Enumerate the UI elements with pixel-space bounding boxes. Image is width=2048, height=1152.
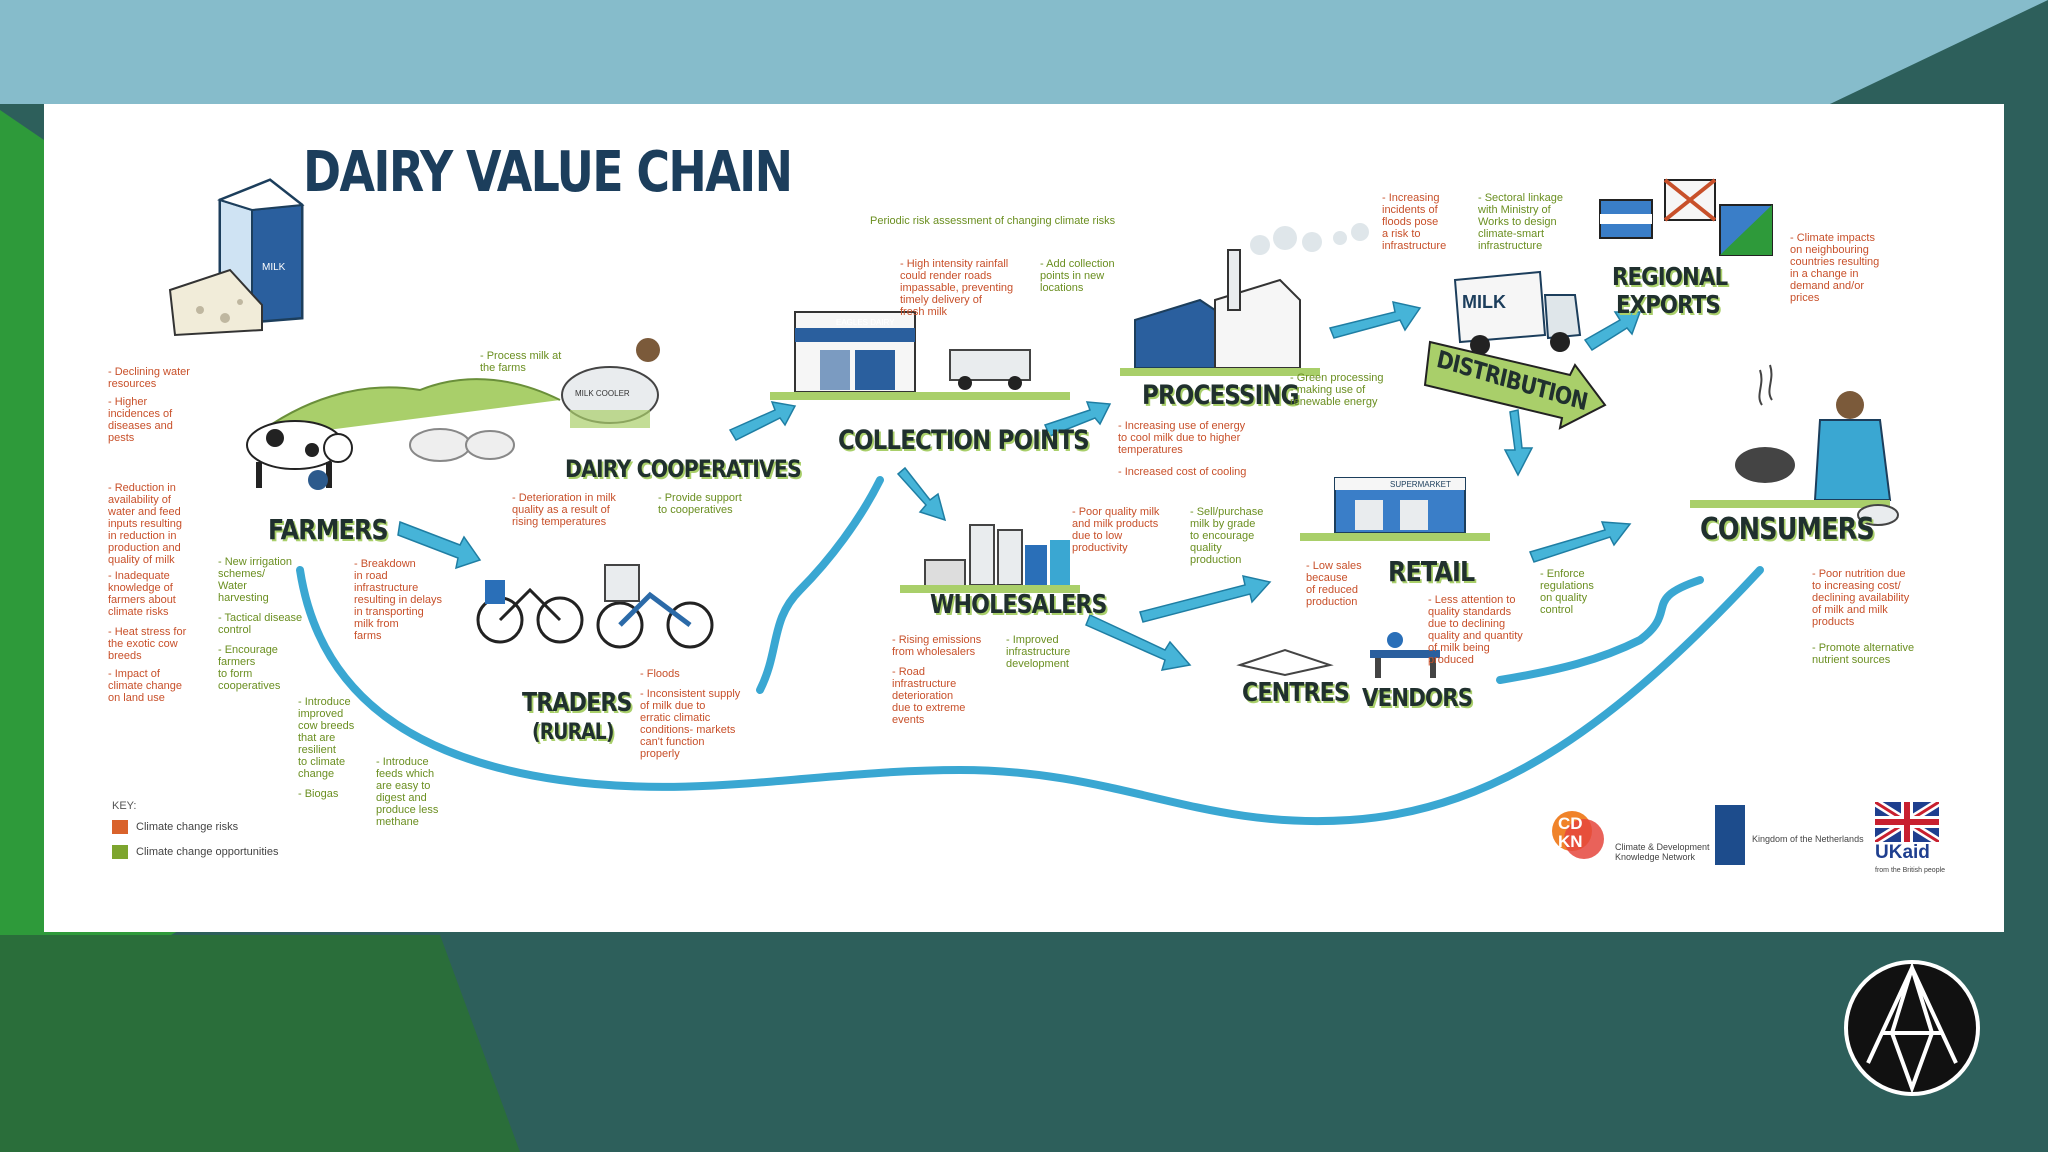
wholesale-cans-illustration [900,525,1080,593]
key-opportunities-label: Climate change opportunities [136,846,278,858]
arrow-coop-collection [730,402,795,440]
farm-illustration [247,379,560,490]
page-title: DAIRY VALUE CHAIN [303,140,791,205]
ukaid-logo-text: UKaid [1875,842,1930,864]
traders-illustration [478,565,712,647]
note-coop-support: - Provide support to cooperatives [658,492,742,516]
note-retail-attention: - Less attention to quality standards du… [1428,594,1523,666]
note-wholesale-sell: - Sell/purchase milk by grade to encoura… [1190,506,1263,566]
note-retail-enforce: - Enforce regulations on quality control [1540,568,1594,616]
stage-traders: TRADERS [522,688,632,718]
note-consumer-nutrition: - Poor nutrition due to increasing cost/… [1812,568,1909,628]
arrow-processing-truck [1330,302,1420,338]
risk-swatch [112,820,128,834]
arrow-wholesalers-centres [1086,615,1190,670]
note-wholesale-emissions: - Rising emissions from wholesalers [892,634,981,658]
note-traders-supply: - Inconsistent supply of milk due to err… [640,688,740,760]
stage-centres: CENTRES [1242,678,1349,708]
stage-dairy-cooperatives: DAIRY COOPERATIVES [565,455,801,483]
note-periodic-risk: Periodic risk assessment of changing cli… [870,215,1115,227]
river-flow-2 [760,480,880,690]
note-farm-feeds: - Introduce feeds which are easy to dige… [376,756,438,828]
note-consumer-promote: - Promote alternative nutrient sources [1812,642,1914,666]
cdkn-logo: CD KN [1550,805,1610,865]
note-traders-floods: - Floods [640,668,680,680]
supermarket-label: SUPERMARKET [1390,479,1451,491]
key-opportunities: Climate change opportunities [112,845,278,859]
netherlands-text: Kingdom of the Netherlands [1752,834,1864,844]
note-farm-breeds: - Introduce improved cow breeds that are… [298,696,354,780]
union-flag-icon [1875,802,1939,842]
stage-regional-exports: REGIONAL [1612,262,1727,291]
collection-shop-illustration [770,312,1070,400]
note-farm-knowledge: - Inadequate knowledge of farmers about … [108,570,176,618]
cdkn-text: Climate & Development Knowledge Network [1615,842,1710,862]
note-retail-lowsales: - Low sales because of reduced productio… [1306,560,1362,608]
arrow-distribution-retail [1505,410,1532,475]
emblem-icon [1842,958,1982,1098]
flags-illustration [1600,180,1772,255]
note-wholesale-improved: - Improved infrastructure development [1006,634,1070,670]
note-wholesale-road: - Road infrastructure deterioration due … [892,666,965,726]
note-processing-energy: - Increasing use of energy to cool milk … [1118,420,1245,456]
carton-label: MILK [262,262,285,274]
stage-retail: RETAIL [1388,555,1474,588]
netherlands-logo [1715,805,1745,865]
key-risks: Climate change risks [112,820,238,834]
stage-processing: PROCESSING [1142,380,1299,411]
key-risks-label: Climate change risks [136,821,238,833]
note-farm-disease: - Higher incidences of diseases and pest… [108,396,173,444]
note-wholesale-poor: - Poor quality milk and milk products du… [1072,506,1159,554]
note-farm-disease-control: - Tactical disease control [218,612,302,636]
stage-traders-rural: (RURAL) [532,720,614,745]
note-farm-biogas: - Biogas [298,788,338,800]
stage-regional-exports-2: EXPORTS [1616,290,1720,319]
note-collection-rainfall: - High intensity rainfall could render r… [900,258,1013,318]
note-farm-landuse: - Impact of climate change on land use [108,668,182,704]
processing-factory-illustration [1120,226,1322,376]
arrow-wholesalers-retail [1140,576,1270,622]
note-traders-roads: - Breakdown in road infrastructure resul… [354,558,442,642]
note-collection-add: - Add collection points in new locations [1040,258,1115,294]
note-distribution-floods: - Increasing incidents of floods pose a … [1382,192,1446,252]
vendors-stall-illustration [1240,632,1440,678]
note-farm-reduction: - Reduction in availability of water and… [108,482,182,566]
note-exports-climate: - Climate impacts on neighbouring countr… [1790,232,1879,304]
note-distribution-linkage: - Sectoral linkage with Ministry of Work… [1478,192,1563,252]
note-farm-irrigation: - New irrigation schemes/ Water harvesti… [218,556,292,604]
note-farm-water: - Declining water resources [108,366,190,390]
opportunity-swatch [112,845,128,859]
stage-farmers: FARMERS [268,513,388,546]
milk-cooler-illustration [562,338,660,428]
note-processing-green: - Green processing - making use of renew… [1290,372,1384,408]
note-farm-coops: - Encourage farmers to form cooperatives [218,644,280,692]
note-farm-heat: - Heat stress for the exotic cow breeds [108,626,186,662]
stage-vendors: VENDORS [1362,683,1472,712]
stage-wholesalers: WHOLESALERS [930,590,1107,620]
shop-sign-label: EAGLES DAIRY [836,317,895,329]
arrow-retail-consumers [1530,522,1630,562]
note-processing-cooling: - Increased cost of cooling [1118,466,1246,478]
ukaid-sub-text: from the British people [1875,866,1945,876]
note-coop-deterioration: - Deterioration in milk quality as a res… [512,492,616,528]
key-title: KEY: [112,800,136,812]
cdkn-mark-text: CD KN [1558,815,1583,851]
consumer-cooking-illustration [1690,365,1898,525]
stage-collection-points: COLLECTION POINTS [838,425,1089,456]
truck-label: MILK [1462,292,1506,312]
stage-consumers: CONSUMERS [1700,512,1874,547]
milk-cooler-label: MILK COOLER [575,388,630,400]
arrow-collection-wholesalers [898,468,945,520]
note-coop-process: - Process milk at the farms [480,350,561,374]
